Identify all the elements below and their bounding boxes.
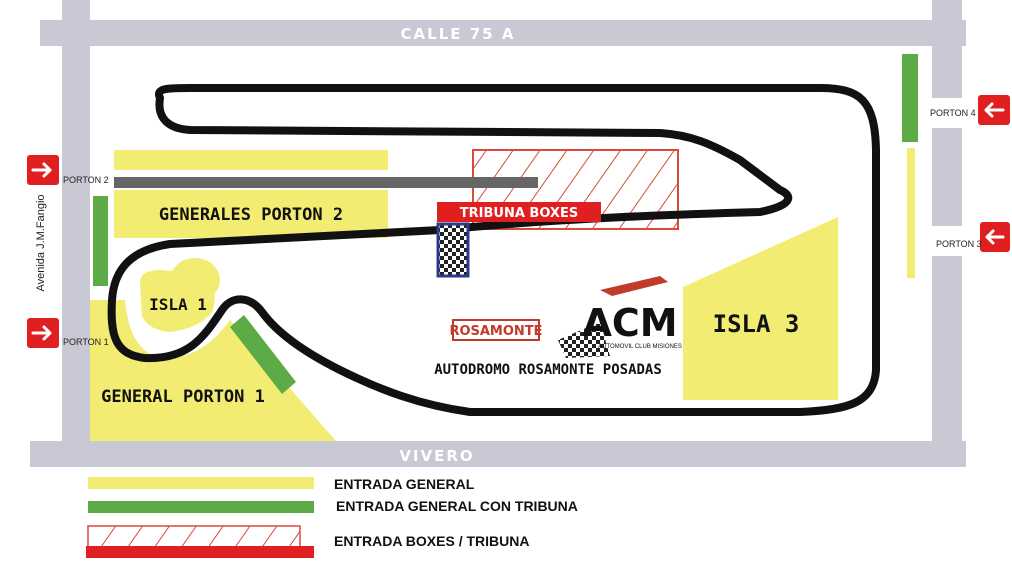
venue-title: AUTODROMO ROSAMONTE POSADAS	[434, 362, 662, 378]
bottom-street-label: VIVERO	[399, 447, 474, 465]
legend-swatch-general-tribuna	[88, 501, 314, 513]
isla-3-zone	[683, 217, 838, 400]
acm-logo-subtitle: AUTOMOVIL CLUB MISIONES	[598, 344, 682, 350]
tribuna-boxes-banner	[437, 202, 601, 222]
sponsor-logo-text: ROSAMONTE	[449, 324, 542, 339]
top-road	[40, 20, 966, 46]
start-finish-flag	[436, 222, 470, 278]
isla-1-label: ISLA 1	[149, 295, 207, 314]
gate-porton-4[interactable]: PORTON 4	[930, 95, 1010, 125]
gate-4-label: PORTON 4	[930, 108, 976, 118]
generales-porton-2-label: GENERALES PORTON 2	[159, 205, 343, 225]
sponsor-logo: ROSAMONTE	[449, 319, 543, 341]
legend-label-boxes: ENTRADA BOXES / TRIBUNA	[334, 533, 530, 549]
gate-porton-1[interactable]: PORTON 1	[27, 318, 109, 348]
pit-lane	[114, 177, 538, 188]
left-road	[62, 0, 90, 467]
gate-3-label: PORTON 3	[936, 239, 982, 249]
tribuna-boxes-label: TRIBUNA BOXES	[460, 206, 578, 221]
arrow-right-icon	[31, 325, 52, 341]
gate-1-label: PORTON 1	[63, 337, 109, 347]
arrow-left-icon	[985, 229, 1005, 245]
legend-swatch-boxes	[86, 546, 314, 558]
gate-porton-3[interactable]: PORTON 3	[936, 222, 1010, 252]
acm-logo: ACM AUTOMOVIL CLUB MISIONES	[558, 276, 682, 358]
checkered-flag-icon	[558, 322, 610, 358]
left-street-label: Avenida J.M.Fangio	[35, 194, 47, 291]
general-porton-1-zone	[90, 300, 336, 441]
tribune-zones	[93, 54, 918, 394]
arrow-left-icon	[984, 102, 1005, 118]
tribune-left	[93, 196, 108, 286]
legend-label-general-tribuna: ENTRADA GENERAL CON TRIBUNA	[336, 498, 578, 514]
race-track	[107, 84, 880, 416]
legend: ENTRADA GENERAL ENTRADA GENERAL CON TRIB…	[86, 476, 578, 558]
gate-porton-2[interactable]: PORTON 2	[27, 155, 109, 185]
isla-3-label: ISLA 3	[713, 310, 800, 338]
generales-porton-2-zone	[114, 190, 388, 238]
right-general-strip	[907, 148, 915, 278]
legend-label-general: ENTRADA GENERAL	[334, 476, 475, 492]
generales-porton-2-strip	[114, 150, 388, 170]
legend-swatch-general	[88, 477, 314, 489]
tribune-right	[902, 54, 918, 142]
acm-logo-text: ACM	[582, 301, 677, 345]
bottom-road	[30, 441, 966, 467]
top-street-label: CALLE 75 A	[401, 25, 516, 43]
street-network: CALLE 75 A VIVERO Avenida J.M.Fangio	[30, 0, 966, 467]
race-car-icon	[600, 276, 668, 296]
gate-2-label: PORTON 2	[63, 175, 109, 185]
arrow-right-icon	[31, 162, 52, 178]
legend-swatch-boxes-hatch	[87, 525, 301, 549]
isla-1-zone	[140, 270, 215, 332]
general-porton-1-label: GENERAL PORTON 1	[101, 387, 265, 407]
tribune-curve	[230, 315, 296, 394]
general-zones	[90, 148, 915, 441]
